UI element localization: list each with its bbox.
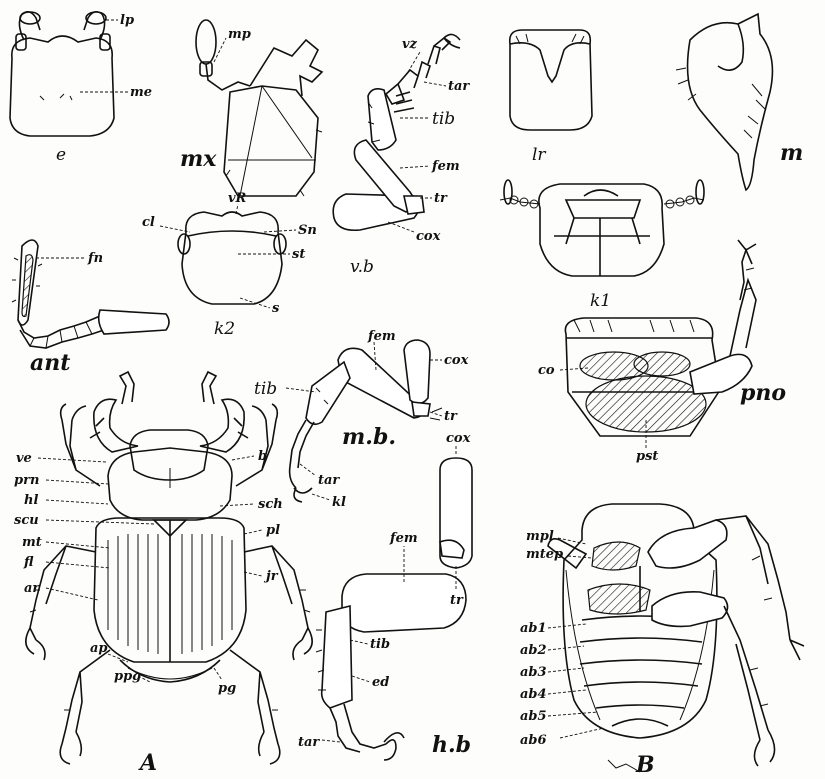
figure-mb: fem cox tib tr tar kl m.b.	[254, 329, 469, 510]
figure-mx: mp mx	[180, 20, 322, 196]
label-me: me	[130, 85, 152, 100]
label-ab3: ab3	[520, 665, 547, 680]
label-cox: cox	[416, 229, 441, 244]
label-sch: sch	[258, 497, 283, 512]
label-scu: scu	[14, 513, 39, 528]
label-fem: fem	[431, 159, 460, 174]
label-hb-fem: fem	[389, 531, 418, 546]
label-fl: fl	[23, 555, 34, 570]
label-mtep: mtep	[526, 547, 563, 562]
label-pl: pl	[266, 523, 280, 538]
label-tar: tar	[448, 79, 470, 94]
label-fn: fn	[87, 251, 103, 266]
label-lp: lp	[120, 13, 134, 28]
label-vR: vR	[228, 191, 247, 206]
label-Sn: Sn	[298, 223, 317, 238]
label-jr: jr	[263, 569, 279, 584]
label-mb-tr: tr	[444, 409, 458, 424]
title-B: B	[635, 752, 655, 778]
label-ppg: ppg	[114, 669, 141, 684]
label-ar: ar	[24, 581, 40, 596]
title-vb: v.b	[350, 257, 374, 277]
label-ab2: ab2	[520, 643, 547, 658]
title-ant: ant	[30, 350, 70, 376]
label-hl: hl	[24, 493, 38, 508]
label-mt: mt	[22, 535, 42, 550]
figure-m: m	[676, 14, 803, 190]
title-m: m	[780, 140, 803, 166]
title-e: e	[56, 145, 66, 165]
label-ab4: ab4	[520, 687, 547, 702]
label-vz: vz	[402, 37, 418, 52]
label-hb-cox: cox	[446, 431, 471, 446]
figure-ant: fn ant	[12, 240, 169, 376]
title-lr: lr	[532, 145, 546, 165]
label-mb-fem: fem	[367, 329, 396, 344]
label-prn: prn	[14, 473, 39, 488]
figure-k1: k1	[500, 180, 704, 311]
label-s: s	[272, 301, 280, 316]
label-ap: ap	[90, 641, 108, 656]
label-mb-cox: cox	[444, 353, 469, 368]
label-ab6: ab6	[520, 733, 547, 748]
label-hb-tib: tib	[370, 637, 390, 652]
label-ve: ve	[16, 451, 32, 466]
figure-pno: co pst pno	[538, 240, 786, 464]
label-cl: cl	[142, 215, 155, 230]
label-ab5: ab5	[520, 709, 547, 724]
label-mb-tib: tib	[254, 379, 277, 399]
label-pg: pg	[218, 681, 236, 696]
title-k1: k1	[590, 291, 611, 311]
label-st: st	[292, 247, 305, 262]
label-hb-ed: ed	[372, 675, 389, 690]
label-tib: tib	[432, 109, 455, 129]
title-mb: m.b.	[342, 424, 396, 450]
label-mp: mp	[228, 27, 251, 42]
title-mx: mx	[180, 146, 217, 172]
figure-B: mpl mtep ab1 ab2 ab3 ab4 ab5 ab6 B	[520, 504, 804, 778]
label-ab1: ab1	[520, 621, 547, 636]
label-hb-tar: tar	[298, 735, 320, 750]
label-mpl: mpl	[526, 529, 554, 544]
figure-lr: lr	[510, 30, 592, 165]
label-hb-tr: tr	[450, 593, 464, 608]
figure-A: ve prn b hl sch scu mt pl fl jr ar ap pp…	[14, 372, 312, 776]
label-mb-tar: tar	[318, 473, 340, 488]
figure-e: lp me e	[10, 12, 152, 165]
label-mb-kl: kl	[332, 495, 346, 510]
title-pno: pno	[740, 380, 786, 406]
label-pst: pst	[636, 449, 658, 464]
title-A: A	[138, 750, 157, 776]
label-tr: tr	[434, 191, 448, 206]
title-hb: h.b	[432, 732, 471, 758]
label-co: co	[538, 363, 555, 378]
title-k2: k2	[214, 319, 235, 339]
label-b: b	[258, 449, 267, 464]
figure-vb: vz tar tib fem tr cox v.b	[333, 34, 470, 277]
